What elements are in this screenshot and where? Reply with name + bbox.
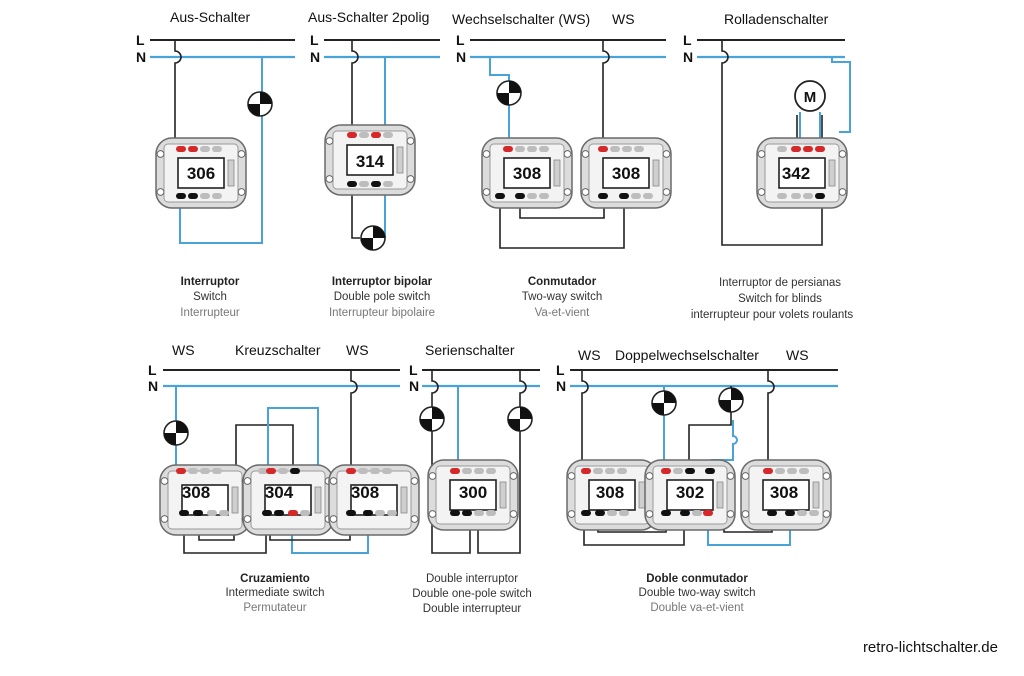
neutral-label: N	[310, 49, 320, 65]
lamp-icon	[496, 80, 522, 106]
caption-en: Double one-pole switch	[412, 588, 532, 600]
diagram-wechselschalter: Wechselschalter (WS) WS 308 308 Conmutad…	[452, 11, 672, 319]
caption-es: Doble conmutador	[646, 573, 748, 585]
neutral-label: N	[456, 49, 466, 65]
motor-icon	[794, 80, 826, 112]
caption-en: Double pole switch	[334, 291, 431, 303]
diagram-serienschalter: Serienschalter 300 Double interruptor Do…	[412, 342, 533, 615]
caption-es: Cruzamiento	[240, 573, 310, 585]
caption-fr: Permutateur	[243, 602, 306, 614]
module-number: 302	[676, 483, 704, 502]
caption-fr: interrupteur pour volets roulants	[691, 309, 854, 321]
lamp-icon	[360, 225, 386, 251]
phase-label: L	[148, 362, 157, 378]
lamp-icon	[247, 91, 273, 117]
motor-label: M	[804, 89, 817, 106]
caption-es: Interruptor	[181, 276, 240, 288]
phase-label: L	[683, 32, 692, 48]
phase-label: L	[556, 362, 565, 378]
module-number: 308	[351, 483, 379, 502]
bus-labels: L N L N L N L N L N L N L N	[136, 32, 693, 394]
module-number: 342	[782, 164, 810, 183]
caption-es: Interruptor de persianas	[719, 277, 841, 289]
module-number: 300	[459, 483, 487, 502]
neutral-label: N	[556, 378, 566, 394]
diagram-kreuzschalter: WS Kreuzschalter WS 308 304 308 Cruzamie…	[159, 342, 420, 614]
lamp-icon	[718, 387, 744, 413]
neutral-label: N	[136, 49, 146, 65]
caption-es: Interruptor bipolar	[332, 276, 433, 288]
diagram-doppelwechselschalter: WS Doppelwechselschalter WS 308 302 308 …	[566, 347, 832, 614]
phase-label: L	[310, 32, 319, 48]
caption-fr: Va-et-vient	[535, 307, 591, 319]
module-number: 308	[612, 164, 640, 183]
caption-fr: Interrupteur	[180, 307, 240, 319]
phase-label: L	[136, 32, 145, 48]
diagram-title: Serienschalter	[425, 342, 515, 358]
caption-es: Conmutador	[528, 276, 597, 288]
module-number: 308	[513, 164, 541, 183]
lamp-icon	[163, 420, 189, 446]
left-ws-label: WS	[172, 342, 195, 358]
lamp-icon	[419, 406, 445, 432]
diagram-rolladenschalter: Rolladenschalter M 342 Interruptor de pe…	[691, 11, 854, 321]
module-number: 304	[265, 483, 294, 502]
caption-en: Switch for blinds	[738, 293, 822, 305]
diagram-aus-schalter-2polig: Aus-Schalter 2polig 314 Interruptor bipo…	[308, 9, 435, 319]
neutral-label: N	[409, 378, 419, 394]
phase-label: L	[409, 362, 418, 378]
phase-label: L	[456, 32, 465, 48]
diagram-title: Kreuzschalter	[235, 342, 321, 358]
bus-lines	[150, 39, 845, 388]
caption-en: Double two-way switch	[639, 587, 756, 599]
diagram-title: Aus-Schalter	[170, 9, 250, 25]
caption-fr: Double interrupteur	[423, 603, 522, 615]
lamp-icon	[651, 390, 677, 416]
right-ws-label: WS	[346, 342, 369, 358]
diagram-title: Aus-Schalter 2polig	[308, 9, 429, 25]
module-number: 306	[187, 164, 215, 183]
right-ws-label: WS	[786, 347, 809, 363]
watermark: retro-lichtschalter.de	[863, 639, 998, 656]
diagram-title: Wechselschalter (WS)	[452, 11, 590, 27]
neutral-label: N	[148, 378, 158, 394]
left-ws-label: WS	[578, 347, 601, 363]
diagram-title: Rolladenschalter	[724, 11, 829, 27]
caption-en: Intermediate switch	[225, 587, 324, 599]
lamp-icon	[507, 406, 533, 432]
diagram-title-ws: WS	[612, 11, 635, 27]
caption-fr: Interrupteur bipolaire	[329, 307, 435, 319]
diagram-aus-schalter: Aus-Schalter 306 Interruptor Switch Inte…	[155, 9, 273, 319]
neutral-label: N	[683, 49, 693, 65]
diagram-title: Doppelwechselschalter	[615, 347, 759, 363]
caption-es: Double interruptor	[426, 573, 518, 585]
module-number: 308	[596, 483, 624, 502]
module-number: 308	[182, 483, 210, 502]
module-number: 308	[770, 483, 798, 502]
caption-en: Switch	[193, 291, 227, 303]
caption-fr: Double va-et-vient	[650, 602, 744, 614]
module-number: 314	[356, 152, 385, 171]
caption-en: Two-way switch	[522, 291, 603, 303]
